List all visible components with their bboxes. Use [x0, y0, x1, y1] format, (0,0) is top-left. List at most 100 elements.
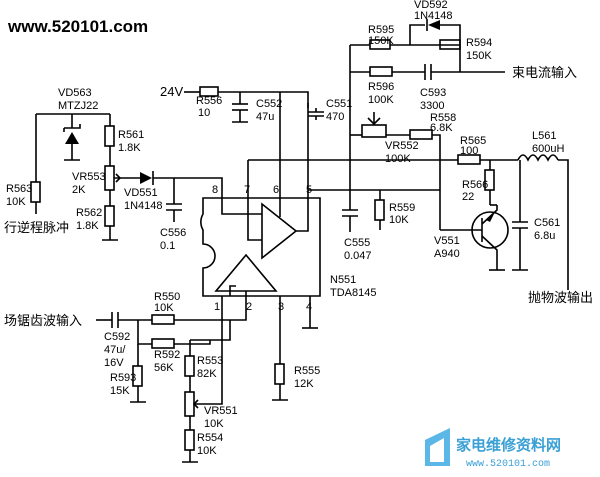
- vr551-pot: [184, 391, 195, 417]
- r595-ref: R595: [368, 24, 394, 36]
- c593-value: 3300: [420, 100, 444, 112]
- r565-ref: R565: [460, 135, 486, 147]
- r592-resistor: [151, 338, 175, 349]
- supply-label: 24V: [160, 84, 183, 99]
- line-flyback-pulse-label: 行逆程脉冲: [4, 220, 69, 235]
- r553-resistor: [184, 355, 195, 377]
- r554-resistor: [184, 429, 195, 451]
- r566-value: 22: [462, 191, 474, 203]
- vr553-pot: [104, 165, 115, 191]
- vd551-value: 1N4148: [124, 200, 163, 212]
- r558-value: 6.8K: [430, 122, 453, 134]
- vr552-pot: [361, 124, 387, 138]
- c592-ref: C592: [104, 331, 130, 343]
- r553-ref: R553: [197, 355, 223, 367]
- ic-pin-3: 3: [278, 301, 284, 313]
- ic-pin-7: 7: [244, 184, 250, 196]
- ic-n551: [200, 197, 321, 297]
- r593-ref: R593: [110, 372, 136, 384]
- r594-value: 150K: [466, 50, 492, 62]
- vd592-ref: VD592: [414, 0, 448, 11]
- v551-ref: V551: [434, 235, 460, 247]
- r561-resistor: [104, 125, 115, 147]
- r555-value: 12K: [294, 378, 314, 390]
- watermark-logo-icon: [425, 428, 450, 466]
- r596-value: 100K: [368, 94, 394, 106]
- vr551-value: 10K: [204, 418, 224, 430]
- ic-pin-6: 6: [273, 184, 279, 196]
- r558-ref: R558: [430, 112, 456, 124]
- l561-value: 600uH: [532, 143, 564, 155]
- r563-ref: R563: [6, 183, 32, 195]
- watermark-url: www.520101.com: [466, 459, 550, 470]
- r563-value: 10K: [6, 196, 26, 208]
- vd563-value: MTZJ22: [58, 100, 98, 112]
- c551-value: 470: [326, 111, 344, 123]
- r561-ref: R561: [118, 129, 144, 141]
- watermark-text: 家电维修资料网: [456, 436, 561, 454]
- r561-value: 1.8K: [118, 142, 141, 154]
- r594-resistor: [439, 39, 461, 50]
- r555-resistor: [274, 363, 285, 385]
- r562-ref: R562: [76, 207, 102, 219]
- site-url: www.520101.com: [7, 17, 148, 36]
- ic-pin-2: 2: [246, 301, 252, 313]
- ic-pin-8: 8: [212, 184, 218, 196]
- r554-ref: R554: [197, 432, 223, 444]
- ic-pin-1: 1: [214, 301, 220, 313]
- ic-part: TDA8145: [330, 287, 376, 299]
- c556-value: 0.1: [160, 240, 175, 252]
- r592-value: 56K: [154, 362, 174, 374]
- r550-resistor: [151, 314, 175, 325]
- r562-resistor: [104, 205, 115, 227]
- c561-ref: C561: [534, 217, 560, 229]
- r566-ref: R566: [462, 179, 488, 191]
- r559-value: 10K: [389, 214, 409, 226]
- r556-ref: R556: [196, 95, 222, 107]
- c556-ref: C556: [160, 227, 186, 239]
- c593-ref: C593: [420, 87, 446, 99]
- vr553-value: 2K: [72, 184, 86, 196]
- vd551-ref: VD551: [124, 187, 158, 199]
- c555-value: 0.047: [344, 250, 372, 262]
- c592-value2: 16V: [104, 357, 124, 369]
- vr553-ref: VR553: [72, 171, 106, 183]
- r596-ref: R596: [368, 81, 394, 93]
- r559-ref: R559: [389, 202, 415, 214]
- l561-ref: L561: [532, 130, 556, 142]
- v551-value: A940: [434, 248, 460, 260]
- r559-resistor: [374, 199, 385, 221]
- ic-ref: N551: [330, 274, 356, 286]
- vd592-value: 1N4148: [414, 10, 453, 22]
- field-sawtooth-input-label: 场锯齿波输入: [4, 313, 82, 328]
- parabola-output-label: 抛物波输出: [528, 290, 593, 305]
- c592-value: 47u/: [104, 344, 126, 356]
- r550-value: 10K: [154, 302, 174, 314]
- c561-value: 6.8u: [534, 230, 555, 242]
- r555-ref: R555: [294, 365, 320, 377]
- r594-ref: R594: [466, 37, 492, 49]
- c552-value: 47u: [256, 111, 274, 123]
- c555-ref: C555: [344, 237, 370, 249]
- c551-ref: C551: [326, 98, 352, 110]
- r563-resistor: [30, 181, 41, 203]
- r558-resistor: [409, 129, 433, 140]
- c552-ref: C552: [256, 98, 282, 110]
- r553-value: 82K: [197, 368, 217, 380]
- vr552-value: 100K: [385, 153, 411, 165]
- r565-value: 100: [460, 145, 478, 157]
- r562-value: 1.8K: [76, 220, 99, 232]
- r554-value: 10K: [197, 445, 217, 457]
- vd563-ref: VD563: [58, 87, 92, 99]
- r592-ref: R592: [154, 349, 180, 361]
- r596-resistor: [369, 66, 393, 77]
- vr551-ref: VR551: [204, 405, 238, 417]
- ic-pin-4: 4: [306, 301, 312, 313]
- r595-value: 150K: [368, 35, 394, 47]
- r550-ref: R550: [154, 291, 180, 303]
- r556-value: 10: [198, 107, 210, 119]
- beam-current-input-label: 束电流输入: [512, 65, 577, 80]
- r593-value: 15K: [110, 385, 130, 397]
